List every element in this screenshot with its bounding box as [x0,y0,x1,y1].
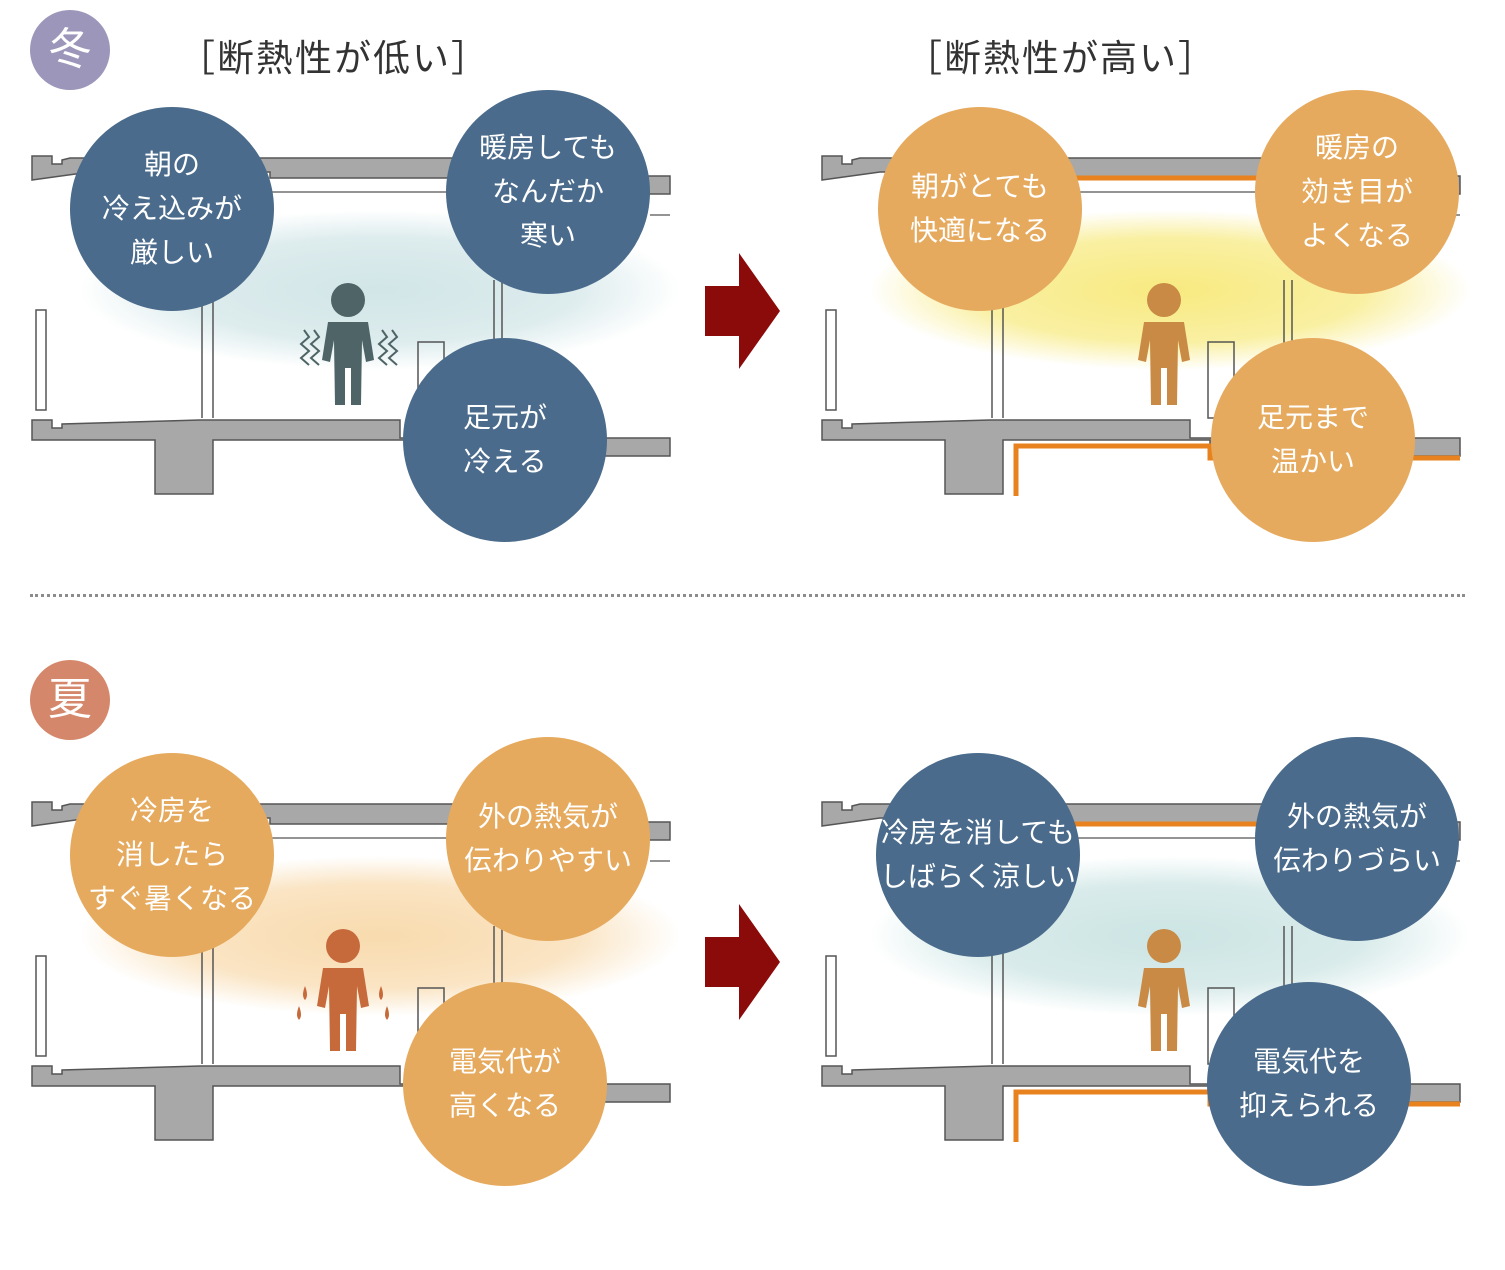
bubble-warm-feet: 足元まで温かい [1211,338,1415,542]
section-divider [30,594,1465,597]
person-body [322,322,374,405]
sweat-drop [385,1006,389,1020]
window-frame [35,309,47,411]
sweat-drop [303,986,307,1000]
bubble-heat-transfers-hardly: 外の熱気が伝わりづらい [1255,737,1459,941]
person-body [1138,968,1190,1051]
bubble-quickly-hot: 冷房を消したらすぐ暑くなる [70,753,274,957]
sweat-drop [297,1006,301,1020]
window-frame [825,955,837,1057]
bubble-heating-effective: 暖房の効き目がよくなる [1255,90,1459,294]
bubble-lower-electricity: 電気代を抑えられる [1207,982,1411,1186]
bubble-stays-cool: 冷房を消してもしばらく涼しい [876,753,1080,957]
winter-badge: 冬 [30,10,110,90]
bubble-heating-still-cold: 暖房してもなんだか寒い [446,90,650,294]
bubble-cold-feet: 足元が冷える [403,338,607,542]
window-frame [825,309,837,411]
header-low-insulation: ［断熱性が低い］ [178,37,490,80]
person-head [1147,283,1181,317]
winter-arrow-icon [705,253,780,369]
shiver-mark [299,329,311,366]
shiver-mark [377,329,389,366]
person-head [1147,929,1181,963]
shiver-mark [387,329,399,366]
bubble-morning-cold: 朝の冷え込みが厳しい [70,107,274,311]
shiver-mark [309,329,321,366]
bubble-heat-transfers-easily: 外の熱気が伝わりやすい [446,737,650,941]
person-head [326,929,360,963]
header-high-insulation: ［断熱性が高い］ [905,37,1217,80]
person-head [331,283,365,317]
bubble-morning-comfortable: 朝がとても快適になる [878,107,1082,311]
bubble-high-electricity: 電気代が高くなる [403,982,607,1186]
person-body [317,968,369,1051]
summer-arrow-icon [705,904,780,1020]
sweat-drop [379,986,383,1000]
summer-badge: 夏 [30,660,110,740]
person-body [1138,322,1190,405]
window-frame [35,955,47,1057]
